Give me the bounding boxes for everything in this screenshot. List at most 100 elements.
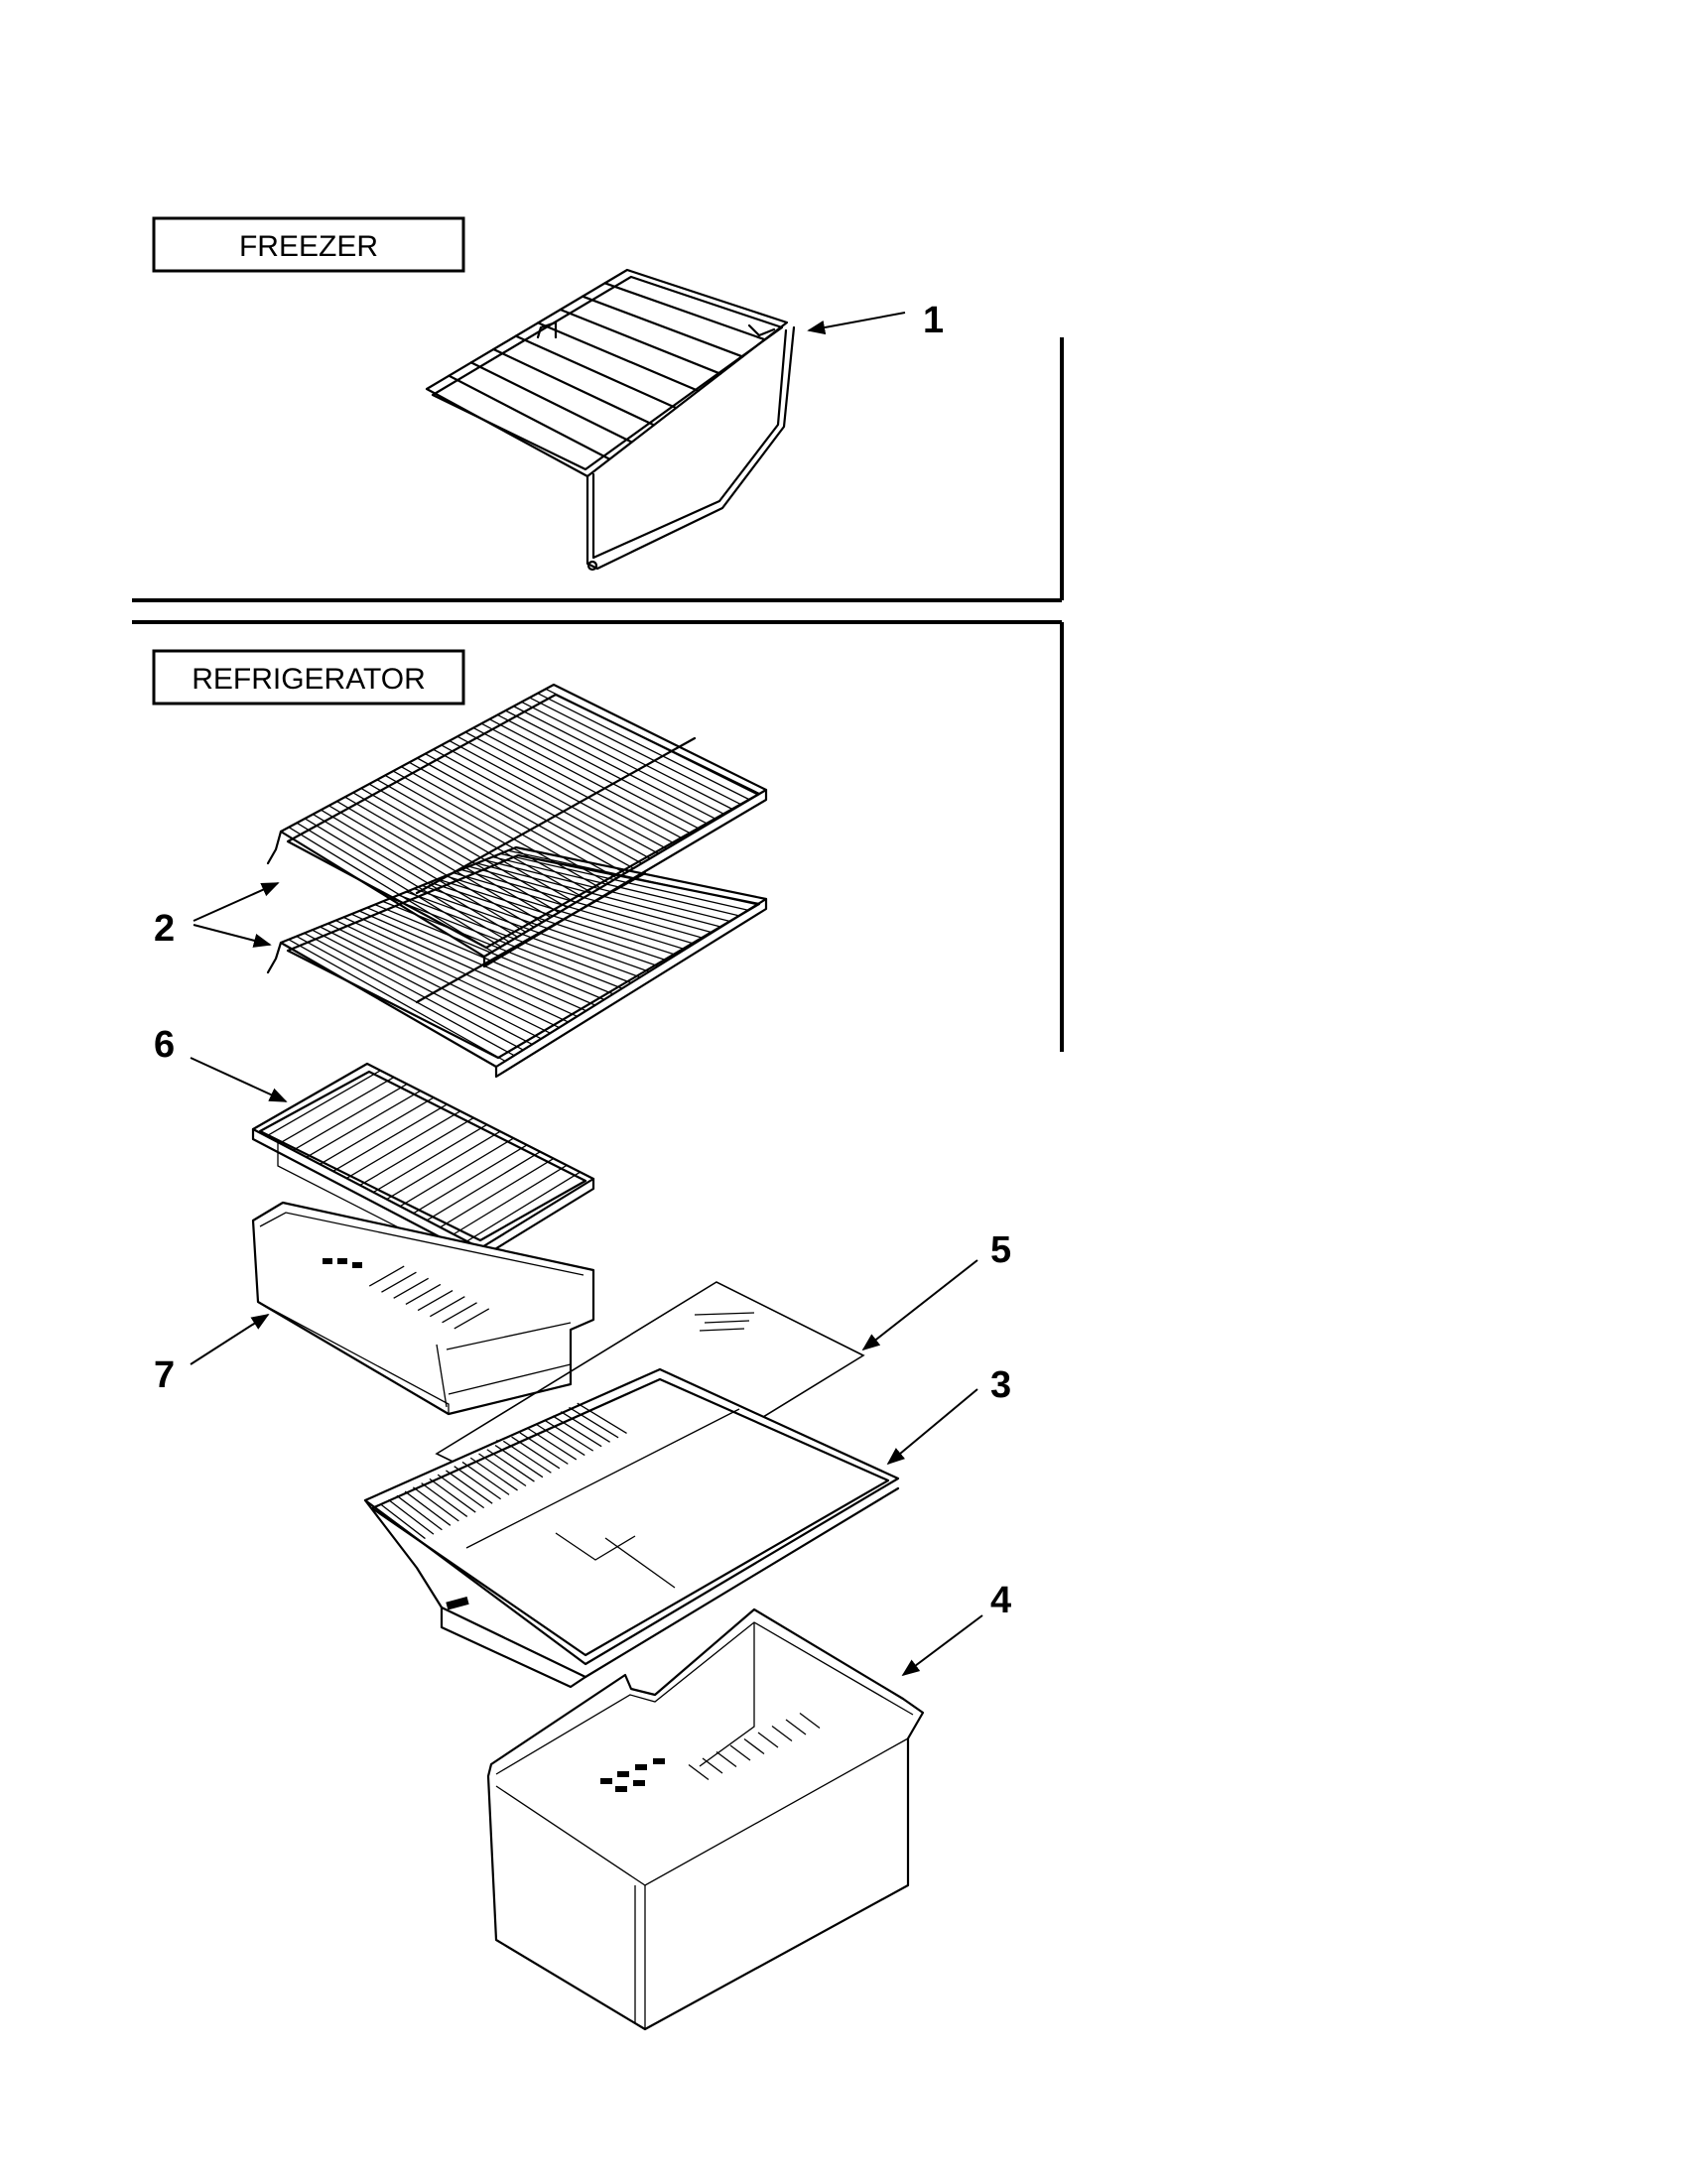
wire-rod bbox=[785, 1719, 807, 1735]
wire-rod bbox=[304, 818, 510, 943]
wire-rod bbox=[328, 805, 535, 928]
wire-rod bbox=[429, 881, 668, 962]
wire-rod bbox=[454, 1466, 501, 1500]
wire-rod bbox=[327, 923, 551, 1034]
wire-rod bbox=[372, 1123, 488, 1194]
crisper-frame bbox=[363, 1367, 900, 1689]
wire-rod bbox=[552, 1415, 602, 1448]
wire-rod bbox=[288, 939, 506, 1062]
wire-rod bbox=[461, 1461, 510, 1495]
wire-rod bbox=[368, 783, 577, 904]
wire-rod bbox=[577, 1402, 627, 1434]
wire-rod bbox=[404, 1490, 452, 1526]
wire-rod bbox=[358, 910, 586, 1012]
wire-rod bbox=[559, 308, 722, 375]
small-crisper-drawer bbox=[251, 1201, 595, 1416]
large-crisper-drawer bbox=[486, 1607, 925, 2031]
callout-2-label: 2 bbox=[154, 908, 175, 950]
wire-rod bbox=[486, 1449, 535, 1482]
wire-rod bbox=[381, 1271, 417, 1293]
freezer-label-box: FREEZER bbox=[152, 216, 465, 273]
wire-rod bbox=[345, 1110, 461, 1179]
wire-rod bbox=[527, 1428, 578, 1461]
wire-rod bbox=[469, 361, 633, 444]
wire-rod bbox=[456, 735, 668, 849]
callout-5: 5 bbox=[861, 1229, 1011, 1351]
wire-rod bbox=[502, 1440, 552, 1474]
wire-rod bbox=[421, 884, 659, 967]
wire-rod bbox=[582, 295, 744, 358]
wire-rod bbox=[390, 897, 623, 989]
wire-rod bbox=[729, 1744, 751, 1761]
wire-rod bbox=[430, 1296, 465, 1318]
wire-rod bbox=[417, 1289, 454, 1312]
callout-7-label: 7 bbox=[154, 1354, 175, 1396]
wire-rod bbox=[335, 920, 560, 1029]
wire-rod bbox=[494, 1444, 544, 1478]
wire-rod bbox=[399, 1137, 514, 1208]
wire-rod bbox=[437, 878, 677, 956]
wire-rod bbox=[743, 1737, 765, 1755]
wire-rod bbox=[537, 693, 750, 801]
wire-rod bbox=[368, 1265, 405, 1287]
wire-rod bbox=[320, 1096, 435, 1165]
wire-rod bbox=[464, 731, 676, 844]
wire-rod bbox=[342, 916, 569, 1023]
wire-rod bbox=[398, 894, 632, 984]
wire-rod bbox=[401, 766, 609, 884]
wire-rod bbox=[511, 1436, 561, 1470]
wire-rod bbox=[376, 779, 584, 899]
callout-6: 6 bbox=[154, 1024, 288, 1102]
wire-rod bbox=[425, 753, 634, 869]
wire-rod bbox=[507, 849, 758, 906]
wire-rod bbox=[296, 936, 515, 1057]
wire-rod bbox=[393, 1277, 429, 1299]
wire-rod bbox=[799, 1712, 821, 1730]
wire-rod bbox=[468, 865, 713, 934]
wire-rod bbox=[279, 1077, 395, 1144]
wire-rod bbox=[757, 1732, 779, 1748]
wire-rod bbox=[569, 1406, 619, 1439]
wire-rod bbox=[469, 1457, 518, 1491]
wire-rod bbox=[519, 1432, 569, 1465]
wire-rod bbox=[414, 887, 650, 972]
wire-rod bbox=[537, 321, 700, 392]
wire-rod bbox=[350, 913, 578, 1017]
wire-rod bbox=[433, 748, 643, 864]
wire-rod bbox=[497, 713, 709, 826]
callout-2: 2 bbox=[154, 882, 280, 950]
wire-rod bbox=[392, 770, 601, 889]
wire-rod bbox=[453, 1164, 568, 1235]
wire-rod bbox=[771, 1725, 793, 1742]
wire-rod bbox=[545, 688, 758, 796]
wire-rod bbox=[406, 891, 641, 978]
wire-rod bbox=[453, 871, 695, 945]
wire-rod bbox=[484, 859, 730, 923]
wire-rod bbox=[421, 1482, 468, 1517]
wire-rod bbox=[417, 757, 626, 874]
wire-rod bbox=[296, 822, 502, 948]
wire-rod bbox=[413, 1144, 528, 1215]
wire-rod bbox=[313, 814, 518, 938]
wire-rod bbox=[266, 1070, 381, 1137]
wire-rod bbox=[715, 1750, 737, 1768]
wire-rod bbox=[492, 855, 739, 917]
wire-rod bbox=[560, 1411, 610, 1443]
wire-rod bbox=[412, 1486, 459, 1522]
wire-rod bbox=[544, 1419, 594, 1452]
freezer-frame bbox=[132, 337, 1064, 602]
wire-rod bbox=[442, 1302, 477, 1324]
wire-rod bbox=[513, 706, 725, 816]
wire-rod bbox=[488, 718, 701, 831]
callout-5-label: 5 bbox=[990, 1229, 1011, 1271]
wire-rod bbox=[480, 722, 693, 835]
wire-rod bbox=[476, 862, 721, 928]
wire-rod bbox=[405, 1283, 442, 1306]
wire-rod bbox=[396, 1494, 443, 1531]
wire-rod bbox=[446, 1470, 493, 1504]
wire-rod bbox=[332, 1103, 448, 1172]
wire-rod bbox=[702, 1757, 723, 1774]
wire-rod bbox=[304, 932, 524, 1051]
wire-rod bbox=[448, 374, 611, 460]
wire-rod bbox=[359, 1117, 474, 1187]
